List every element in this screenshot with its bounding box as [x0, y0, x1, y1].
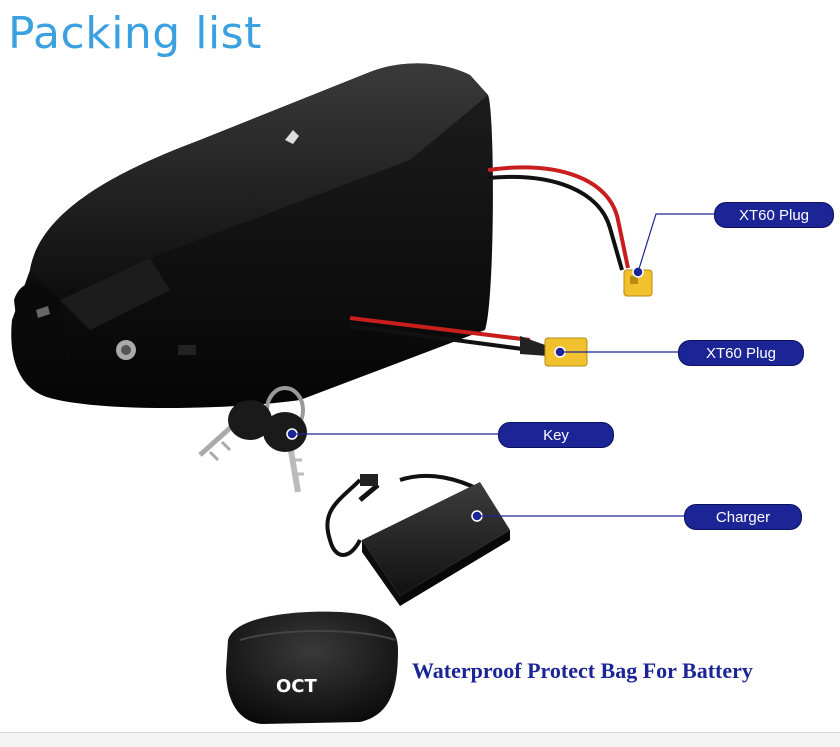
battery-cable — [487, 165, 653, 297]
loose-cable — [349, 316, 680, 367]
key-label: Key — [498, 422, 614, 448]
charger — [325, 473, 684, 606]
keys — [198, 386, 498, 493]
page-bottom-strip — [0, 732, 840, 747]
page-title: Packing list — [8, 8, 262, 59]
xt60-plug-label-2: XT60 Plug — [678, 340, 804, 366]
protective-bag — [226, 611, 398, 724]
xt60-plug-label-1: XT60 Plug — [714, 202, 834, 228]
plug-1-leader — [632, 213, 716, 278]
battery — [11, 63, 493, 408]
bag-logo: OCT — [276, 676, 317, 697]
bag-caption: Waterproof Protect Bag For Battery — [412, 658, 753, 683]
brand-logo-icon — [285, 130, 299, 144]
charger-label: Charger — [684, 504, 802, 530]
